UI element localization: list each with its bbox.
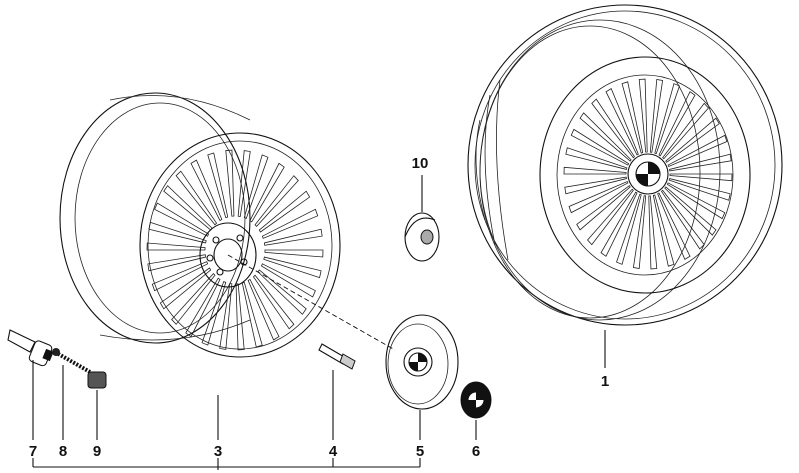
- spoke: [652, 194, 675, 267]
- spoke: [261, 208, 319, 239]
- spoke: [257, 269, 307, 315]
- spoke: [668, 178, 731, 201]
- spoke: [151, 261, 209, 292]
- spoke: [669, 153, 732, 172]
- spoke: [147, 254, 207, 272]
- spoke: [254, 175, 299, 227]
- spoke: [260, 263, 316, 298]
- callout-1: 1: [601, 373, 609, 390]
- tire-wheel-assembly[interactable]: [467, 4, 783, 326]
- spoke: [632, 195, 647, 269]
- spoke: [657, 192, 691, 260]
- spoke: [263, 256, 322, 279]
- leader-lines: [32, 175, 606, 470]
- spoke: [600, 191, 638, 257]
- spoke: [225, 149, 235, 217]
- spoke: [185, 277, 221, 338]
- spoke: [190, 159, 223, 222]
- spoke: [570, 128, 630, 166]
- spoke: [159, 267, 212, 310]
- spoke: [565, 147, 628, 170]
- spoke: [201, 280, 227, 346]
- assembly-axis: [227, 254, 396, 351]
- spoke: [638, 78, 648, 153]
- spoke: [175, 170, 218, 226]
- hub-cap-insert[interactable]: [404, 212, 440, 262]
- wheel-bolt[interactable]: [318, 343, 356, 370]
- spoke: [664, 186, 717, 236]
- spoke: [219, 283, 233, 350]
- spoke: [587, 188, 634, 246]
- alloy-rim[interactable]: [59, 92, 341, 358]
- spoke: [249, 162, 285, 223]
- spoke: [568, 180, 629, 214]
- callout-8: 8: [59, 443, 67, 460]
- callout-4: 4: [329, 443, 338, 460]
- valve-stem[interactable]: [7, 329, 54, 367]
- callout-9: 9: [93, 443, 101, 460]
- spoke: [662, 102, 709, 160]
- center-cap[interactable]: [385, 314, 459, 410]
- spoke: [146, 242, 206, 251]
- spoke: [263, 228, 323, 246]
- spoke: [207, 152, 229, 219]
- spoke: [665, 117, 720, 163]
- spoke: [563, 166, 627, 175]
- spoke: [658, 91, 696, 157]
- spoke: [605, 88, 639, 156]
- spoke: [243, 154, 269, 220]
- bmw-emblem[interactable]: [460, 381, 492, 419]
- spoke: [171, 273, 216, 325]
- spoke: [654, 83, 680, 155]
- spoke: [264, 249, 324, 258]
- spoke: [616, 193, 642, 265]
- spoke: [247, 278, 280, 341]
- spoke: [669, 173, 733, 182]
- spoke: [237, 150, 251, 217]
- callout-10: 10: [412, 155, 429, 172]
- spoke: [258, 190, 311, 233]
- callout-5: 5: [416, 443, 424, 460]
- valve-core[interactable]: [52, 348, 91, 374]
- valve-cap[interactable]: [87, 371, 107, 389]
- spoke: [666, 182, 726, 220]
- spoke: [579, 112, 632, 162]
- spoke: [564, 176, 627, 195]
- spoke: [621, 81, 644, 154]
- spoke: [649, 79, 664, 153]
- spoke: [591, 98, 635, 159]
- spoke: [148, 221, 207, 244]
- spoke: [163, 185, 213, 231]
- callout-7: 7: [29, 443, 37, 460]
- spoke: [241, 281, 263, 348]
- spoke: [661, 189, 705, 250]
- spoke: [667, 134, 728, 168]
- spoke: [235, 283, 245, 351]
- callout-6: 6: [472, 443, 480, 460]
- callout-3: 3: [214, 443, 222, 460]
- spoke: [154, 202, 210, 237]
- spoke: [252, 274, 295, 330]
- spoke: [576, 185, 631, 231]
- spoke: [648, 195, 658, 270]
